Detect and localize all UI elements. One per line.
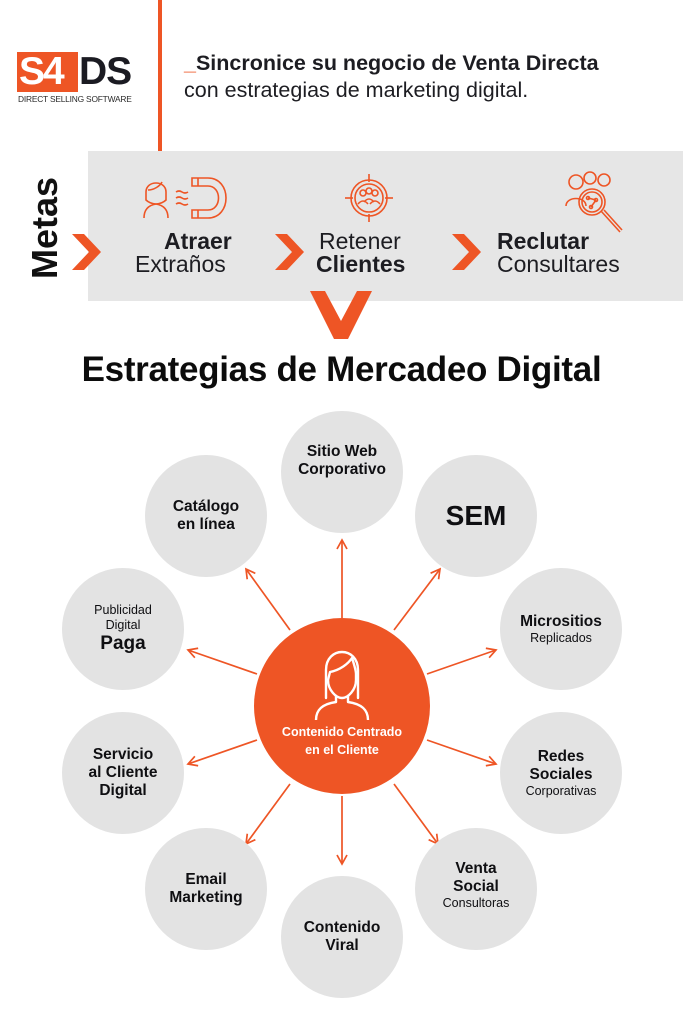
attract-magnet-icon bbox=[143, 177, 227, 219]
strategy-node-venta-social: Venta Social Consultoras bbox=[415, 828, 537, 950]
recruit-search-people-icon bbox=[565, 171, 623, 233]
node-line: Paga bbox=[100, 633, 146, 654]
headline: _Sincronice su negocio de Venta Directa … bbox=[184, 50, 599, 104]
strategy-node-contenido-viral: Contenido Viral bbox=[281, 876, 403, 998]
strategy-node-catalogo: Catálogo en línea bbox=[145, 455, 267, 577]
chevron-down-icon bbox=[310, 291, 372, 339]
node-line: Digital bbox=[105, 618, 141, 632]
node-line: Catálogo bbox=[172, 498, 240, 515]
goal-attract-line2: Extraños bbox=[135, 251, 226, 277]
strategy-node-micrositios: Micrositios Replicados bbox=[500, 568, 622, 690]
node-line: Viral bbox=[325, 937, 359, 954]
goal-attract-line1: Atraer bbox=[164, 228, 232, 254]
strategy-node-email-marketing: Email Marketing bbox=[145, 828, 267, 950]
node-line: Micrositios bbox=[520, 612, 602, 630]
goal-attract: Atraer Extraños bbox=[135, 230, 232, 276]
node-line: Replicados bbox=[530, 630, 592, 645]
node-line: Marketing bbox=[169, 889, 243, 906]
node-line: SEM bbox=[445, 500, 507, 531]
logo-orange-box bbox=[17, 52, 78, 92]
node-line: Servicio bbox=[92, 746, 154, 763]
node-line: al Cliente bbox=[88, 764, 158, 781]
s4ds-logo: S4 DS DIRECT SELLING SOFTWARE bbox=[17, 50, 137, 106]
chevron-right-icon bbox=[452, 234, 481, 270]
center-node-customer-content: Contenido Centrado en el Cliente bbox=[254, 618, 430, 794]
node-line: Publicidad bbox=[94, 603, 152, 617]
node-line: Corporativo bbox=[298, 461, 386, 478]
headline-line-2: con estrategias de marketing digital. bbox=[184, 78, 529, 102]
node-line: Redes bbox=[537, 747, 585, 765]
goal-retain-line1: Retener bbox=[319, 228, 401, 254]
goal-recruit: Reclutar Consultares bbox=[497, 230, 620, 276]
node-line: Social bbox=[453, 877, 499, 895]
node-line: en línea bbox=[177, 516, 235, 533]
header-divider bbox=[158, 0, 162, 152]
center-node-label-line1: Contenido Centrado bbox=[281, 725, 403, 739]
node-line: Email bbox=[185, 871, 227, 888]
logo-mark-ds: DS bbox=[79, 50, 132, 93]
logo-tagline: DIRECT SELLING SOFTWARE bbox=[18, 94, 132, 104]
goal-recruit-line2: Consultares bbox=[497, 251, 620, 277]
center-node-label: Contenido Centrado en el Cliente bbox=[254, 723, 430, 759]
headline-line-1: Sincronice su negocio de Venta Directa bbox=[195, 51, 599, 75]
chevron-right-icon bbox=[72, 234, 101, 270]
node-line: Sitio Web bbox=[306, 443, 378, 460]
user-woman-icon bbox=[314, 651, 370, 720]
strategy-node-redes-sociales: Redes Sociales Corporativas bbox=[500, 712, 622, 834]
node-line: Corporativas bbox=[525, 783, 597, 798]
strategy-node-servicio-cliente: Servicio al Cliente Digital bbox=[62, 712, 184, 834]
node-line: Venta bbox=[455, 859, 497, 877]
goal-recruit-line1: Reclutar bbox=[497, 228, 590, 254]
strategies-title: Estrategias de Mercadeo Digital bbox=[81, 350, 602, 389]
headline-underscore: _ bbox=[184, 51, 196, 75]
retain-target-group-icon bbox=[345, 174, 393, 222]
node-line: Sociales bbox=[529, 765, 593, 783]
center-node-label-line2: en el Cliente bbox=[305, 743, 379, 757]
chevron-right-icon bbox=[275, 234, 304, 270]
strategy-node-publicidad-digital: Publicidad Digital Paga bbox=[62, 568, 184, 690]
node-line: Contenido bbox=[303, 919, 381, 936]
strategy-node-sitio-web: Sitio Web Corporativo bbox=[281, 411, 403, 533]
goal-retain-line2: Clientes bbox=[316, 251, 406, 277]
goal-retain: Retener Clientes bbox=[316, 230, 405, 276]
node-line: Consultoras bbox=[442, 895, 510, 910]
strategy-node-sem: SEM bbox=[415, 455, 537, 577]
logo-mark-s4: S4 bbox=[19, 50, 65, 93]
node-line: Digital bbox=[99, 782, 147, 799]
